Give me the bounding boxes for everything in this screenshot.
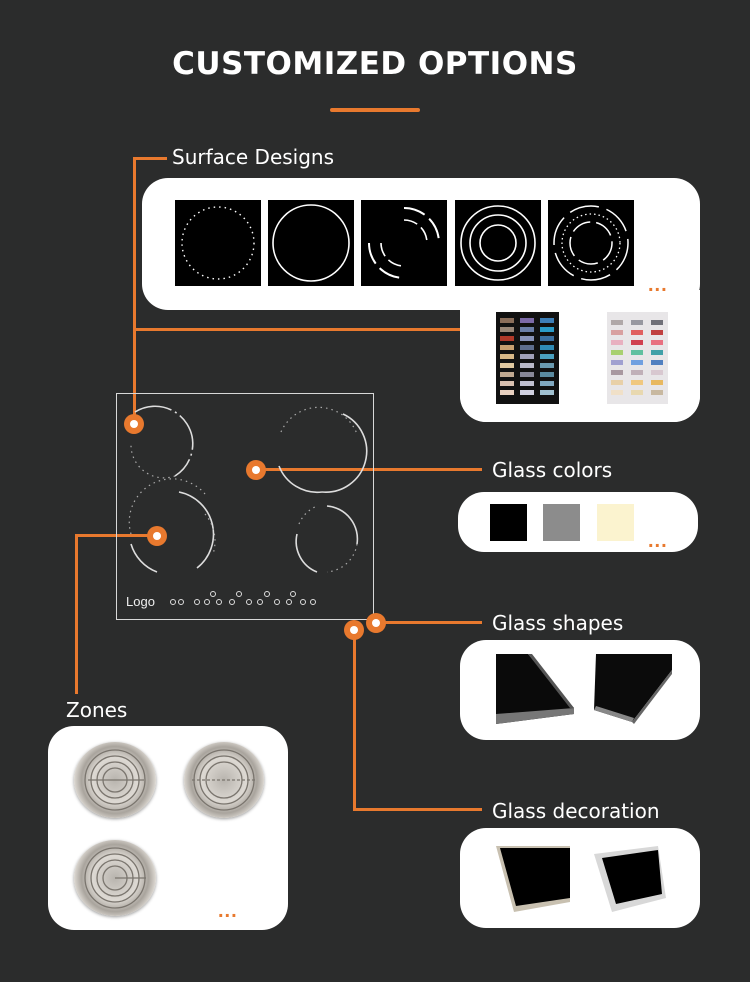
zone-heating-element-1 — [74, 742, 156, 818]
callout-dot-surface[interactable] — [124, 414, 144, 434]
glass-shape-beveled — [494, 652, 576, 726]
connector-surface-top — [134, 157, 167, 160]
surface-design-mixed-rings — [548, 200, 634, 286]
callout-dot-colors[interactable] — [246, 460, 266, 480]
title-underline — [330, 108, 420, 112]
surface-design-arcs — [361, 200, 447, 286]
page-title: CUSTOMIZED OPTIONS — [172, 46, 578, 82]
connector-decoration-vertical — [353, 628, 356, 809]
cooktop-illustration — [116, 393, 374, 620]
callout-dot-shapes[interactable] — [366, 613, 386, 633]
glass-shape-flat — [592, 652, 674, 726]
label-zones: Zones — [66, 698, 128, 722]
glass-colors-more-indicator: ... — [648, 530, 668, 552]
color-swatch-cream — [597, 504, 634, 541]
surface-design-solid-circle — [268, 200, 354, 286]
zone-heating-element-2 — [184, 742, 264, 818]
glass-decoration-edge-framed — [494, 844, 570, 914]
label-surface-designs: Surface Designs — [172, 145, 335, 169]
surface-design-concentric-rings — [455, 200, 541, 286]
connector-surface-mid — [134, 328, 460, 331]
label-glass-shapes: Glass shapes — [492, 611, 624, 635]
color-chart-dark — [496, 312, 559, 404]
zones-more-indicator: ... — [218, 900, 238, 922]
surface-design-dotted-circle — [175, 200, 261, 286]
zone-heating-element-3 — [74, 840, 156, 916]
connector-shapes — [376, 621, 482, 624]
connector-decoration — [353, 808, 482, 811]
connector-zones-vertical — [75, 534, 78, 694]
connector-surface-vertical — [133, 157, 136, 425]
surface-designs-more-indicator: ... — [648, 274, 668, 296]
color-chart-light — [607, 312, 668, 404]
label-glass-decoration: Glass decoration — [492, 799, 660, 823]
glass-decoration-silver-framed — [592, 844, 668, 914]
color-swatch-black — [490, 504, 527, 541]
cooktop-logo-text: Logo — [126, 594, 155, 609]
callout-dot-zones[interactable] — [147, 526, 167, 546]
label-glass-colors: Glass colors — [492, 458, 613, 482]
color-swatch-gray — [543, 504, 580, 541]
callout-dot-decoration[interactable] — [344, 620, 364, 640]
connector-colors — [258, 468, 482, 471]
